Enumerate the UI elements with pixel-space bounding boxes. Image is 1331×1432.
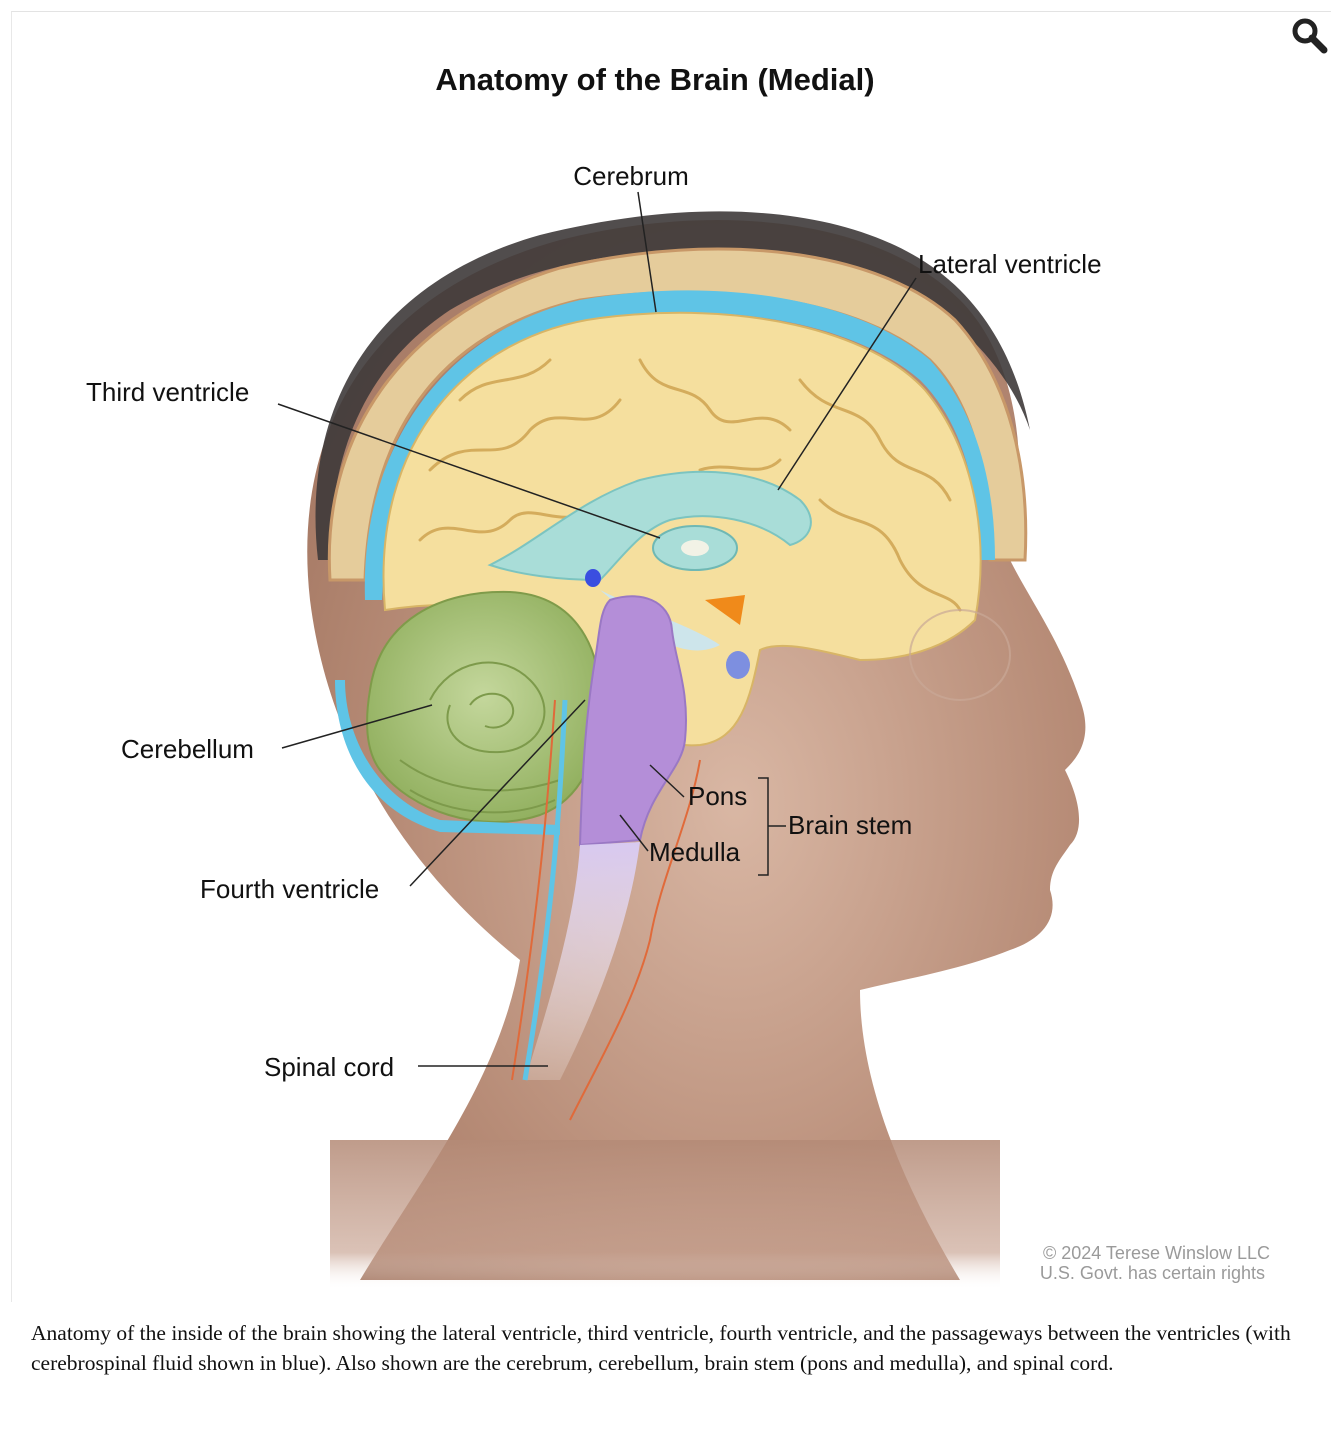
magnifier-icon: [1288, 14, 1331, 58]
figure-caption: Anatomy of the inside of the brain showi…: [31, 1318, 1306, 1378]
label-cerebrum: Cerebrum: [573, 161, 689, 191]
copyright-line-2: U.S. Govt. has certain rights: [1040, 1263, 1265, 1283]
label-third-ventricle: Third ventricle: [86, 377, 249, 407]
brain-illustration: Cerebrum Lateral ventricle Third ventric…: [0, 0, 1331, 1310]
label-medulla: Medulla: [649, 837, 741, 867]
label-spinal-cord: Spinal cord: [264, 1052, 394, 1082]
label-cerebellum: Cerebellum: [121, 734, 254, 764]
zoom-button[interactable]: [1288, 14, 1331, 58]
copyright-line-1: © 2024 Terese Winslow LLC: [1043, 1243, 1270, 1263]
label-pons: Pons: [688, 781, 747, 811]
label-fourth-ventricle: Fourth ventricle: [200, 874, 379, 904]
label-brain-stem: Brain stem: [788, 810, 912, 840]
neck-fade: [330, 1140, 1000, 1290]
figure-title: Anatomy of the Brain (Medial): [0, 62, 1310, 98]
label-lateral-ventricle: Lateral ventricle: [918, 249, 1102, 279]
